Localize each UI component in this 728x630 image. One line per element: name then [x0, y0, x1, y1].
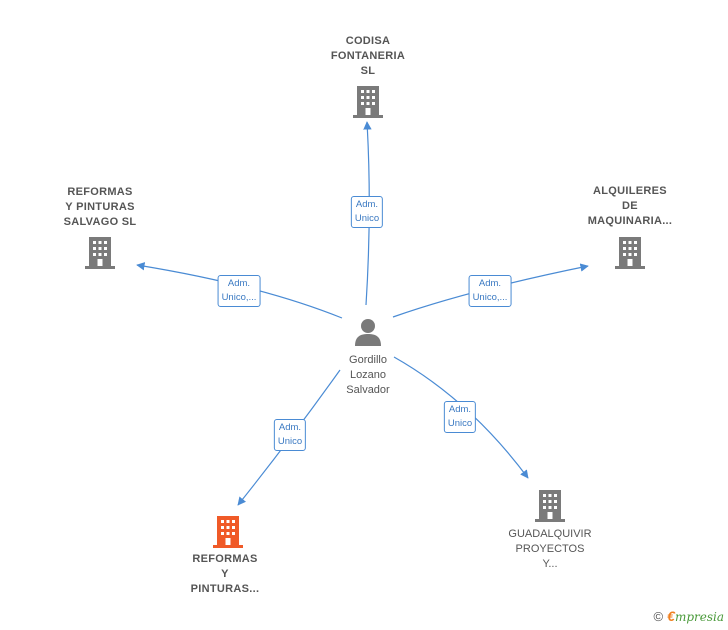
company-label-codisa[interactable]: CODISA FONTANERIA SL — [330, 35, 406, 77]
building-icon[interactable] — [535, 488, 565, 527]
edge-label-codisa[interactable]: Adm. Unico — [350, 196, 384, 228]
copyright-symbol: © — [653, 609, 664, 624]
company-label-reformas-pinturas[interactable]: REFORMAS Y PINTURAS... — [190, 553, 260, 595]
edge-label-guadalquivir[interactable]: Adm. Unico — [443, 401, 477, 433]
building-icon-highlighted[interactable] — [213, 514, 243, 553]
company-label-alquileres[interactable]: ALQUILERES DE MAQUINARIA... — [587, 185, 673, 227]
edge-label-reformas-pinturas[interactable]: Adm. Unico — [273, 419, 307, 451]
empresia-logo[interactable]: ©€mpresia — [654, 608, 724, 624]
building-icon[interactable] — [85, 235, 115, 274]
person-icon[interactable] — [353, 318, 383, 351]
brand-e: € — [667, 608, 675, 624]
edge-label-alquileres[interactable]: Adm. Unico,... — [468, 275, 512, 307]
person-name[interactable]: Gordillo Lozano Salvador — [346, 354, 390, 396]
company-label-guadalquivir[interactable]: GUADALQUIVIR PROYECTOS Y... — [508, 528, 592, 570]
company-label-reformas-salvago[interactable]: REFORMAS Y PINTURAS SALVAGO SL — [63, 186, 137, 228]
brand-name: mpresia — [674, 610, 724, 624]
building-icon[interactable] — [353, 84, 383, 123]
building-icon[interactable] — [615, 235, 645, 274]
edge-label-reformas-salvago[interactable]: Adm. Unico,... — [217, 275, 261, 307]
